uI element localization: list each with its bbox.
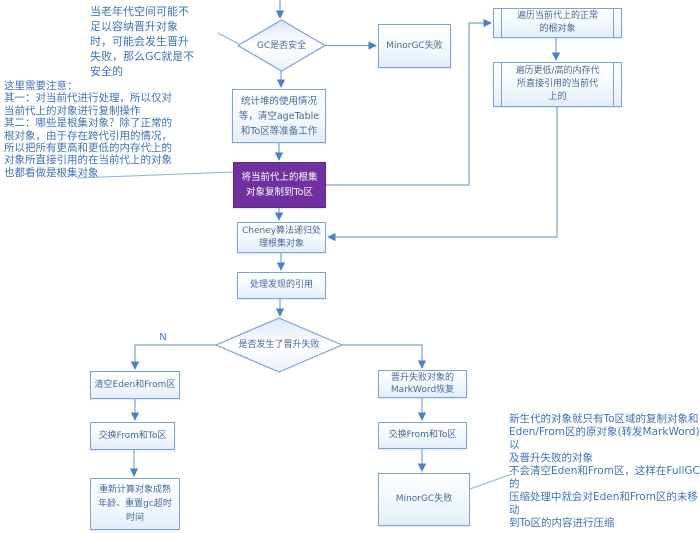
node-cheney-recursive: Cheney算法递归处 理根集对象 bbox=[237, 222, 326, 253]
node-clear-eden-from: 清空Eden和From区 bbox=[90, 371, 180, 399]
branch-label-n: N bbox=[155, 332, 171, 343]
node-process-refs: 处理发现的引用 bbox=[237, 272, 326, 299]
connector-cross-gen-to-cheney bbox=[327, 107, 558, 242]
node-restore-markword: 晋升失败对象的 MarkWord恢复 bbox=[378, 370, 467, 398]
node-prepare-work: 统计堆的使用情况 等，清空ageTable 和To区等准备工作 bbox=[232, 89, 326, 143]
connector-copy-roots-to-traverse-roots bbox=[326, 18, 492, 186]
leader-bottom-right-annotation bbox=[469, 473, 513, 490]
node-traverse-normal-roots: 遍历当前代上的正常 的根对象 bbox=[493, 8, 622, 38]
decision-gc-safe-shape bbox=[236, 19, 327, 72]
node-swap-from-to-left: 交换From和To区 bbox=[90, 422, 175, 450]
node-minorgc-fail-bottom: MinorGC失败 bbox=[378, 473, 470, 526]
annotation-old-gen-unsafe: 当老年代空间可能不 足以容纳晋升对象 时，可能会发生晋升 失败，那么GC就是不 … bbox=[90, 5, 195, 78]
node-swap-from-to-right: 交换From和To区 bbox=[378, 422, 467, 449]
decision-promotion-fail-shape bbox=[214, 317, 344, 373]
leader-top-left-annotation bbox=[217, 32, 240, 45]
node-traverse-cross-gen: 遍历更低/高的内存代 所直接引用的当前代 上的 bbox=[493, 62, 622, 107]
node-copy-roots-to-to: 将当前代上的根集 对象复制到To区 bbox=[233, 162, 326, 208]
connector-promotion-fail-y-branch bbox=[342, 344, 427, 369]
node-recalc-age: 重新计算对象成熟 年龄、重置gc超时 时间 bbox=[90, 478, 180, 530]
leader-left-annotation bbox=[76, 171, 234, 179]
annotation-root-set-note: 这里需要注意： 其一：对当前代进行处理，所以仅对 当前代上的对象进行复制操作 其… bbox=[4, 80, 172, 179]
connector-promotion-fail-n-branch bbox=[130, 344, 216, 370]
annotation-young-gen-note: 新生代的对象就只有To区域的复制对象和 Eden/From区的原对象(转发Mar… bbox=[509, 413, 700, 529]
node-minorgc-fail-top: MinorGC失败 bbox=[378, 24, 451, 68]
